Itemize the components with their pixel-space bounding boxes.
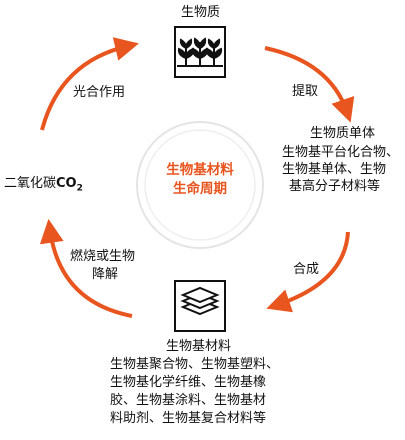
co2-text: 二氧化碳 bbox=[4, 176, 57, 191]
center-title-line1: 生物基材料 bbox=[166, 162, 234, 178]
inner-ring bbox=[144, 129, 256, 241]
degrade-label-line2: 降解 bbox=[92, 267, 119, 282]
biomass-title: 生物质 bbox=[181, 5, 221, 20]
monomer-line-3: 基高分子材料等 bbox=[289, 179, 381, 194]
plants-icon bbox=[174, 26, 226, 78]
materials-line-1: 生物基聚合物、生物基塑料、 bbox=[110, 357, 280, 372]
extract-label: 提取 bbox=[292, 84, 319, 99]
center-title-line2: 生命周期 bbox=[173, 181, 227, 197]
materials-title: 生物基材料 bbox=[166, 339, 232, 354]
materials-line-3: 胶、生物基涂料、生物基材 bbox=[110, 393, 267, 408]
center-title: 生物基材料 生命周期 bbox=[161, 161, 239, 199]
synthesize-label: 合成 bbox=[293, 262, 320, 277]
materials-line-4: 料助剂、生物基复合材料等 bbox=[110, 411, 267, 426]
degrade-label-line1: 燃烧或生物 bbox=[70, 249, 136, 264]
monomer-line-2: 生物基单体、生物 bbox=[282, 162, 387, 177]
monomer-title: 生物质单体 bbox=[310, 126, 376, 141]
co2-subscript: 2 bbox=[76, 183, 83, 194]
materials-line-2: 生物基化学纤维、生物基橡 bbox=[110, 375, 267, 390]
arrow-synthesize bbox=[266, 231, 350, 313]
layers-icon bbox=[174, 280, 226, 332]
outer-ring bbox=[136, 121, 264, 249]
photosynthesis-label: 光合作用 bbox=[73, 85, 126, 100]
co2-label: 二氧化碳CO2 bbox=[4, 175, 83, 198]
arrow-degrade bbox=[39, 218, 133, 318]
co2-formula: CO bbox=[56, 176, 77, 191]
monomer-line-1: 生物基平台化合物、 bbox=[282, 145, 400, 160]
arrow-extract bbox=[264, 46, 355, 123]
arrow-photosynthesis bbox=[40, 37, 139, 131]
